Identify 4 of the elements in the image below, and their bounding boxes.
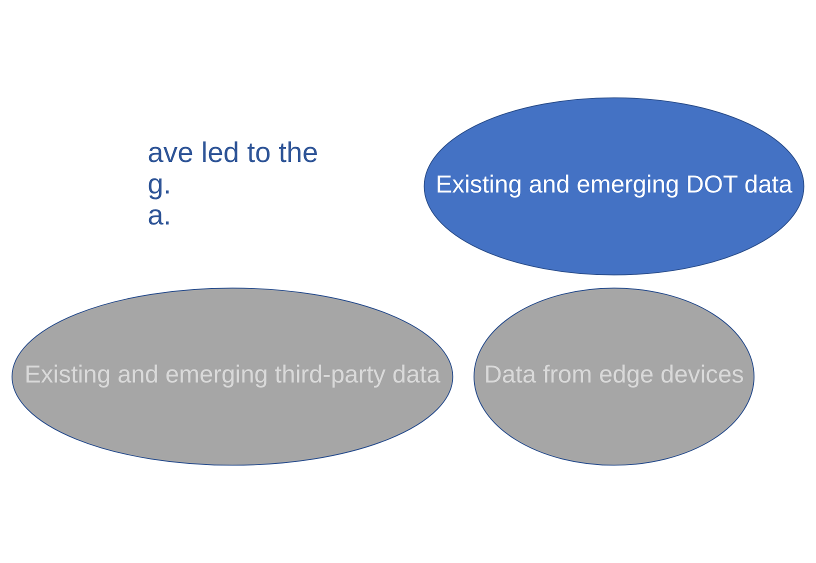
label: g. xyxy=(148,168,172,200)
label: ave led to the xyxy=(148,137,318,170)
label: a. xyxy=(148,200,172,232)
node-ellipse: Existing and emerging DOT data xyxy=(424,97,804,276)
